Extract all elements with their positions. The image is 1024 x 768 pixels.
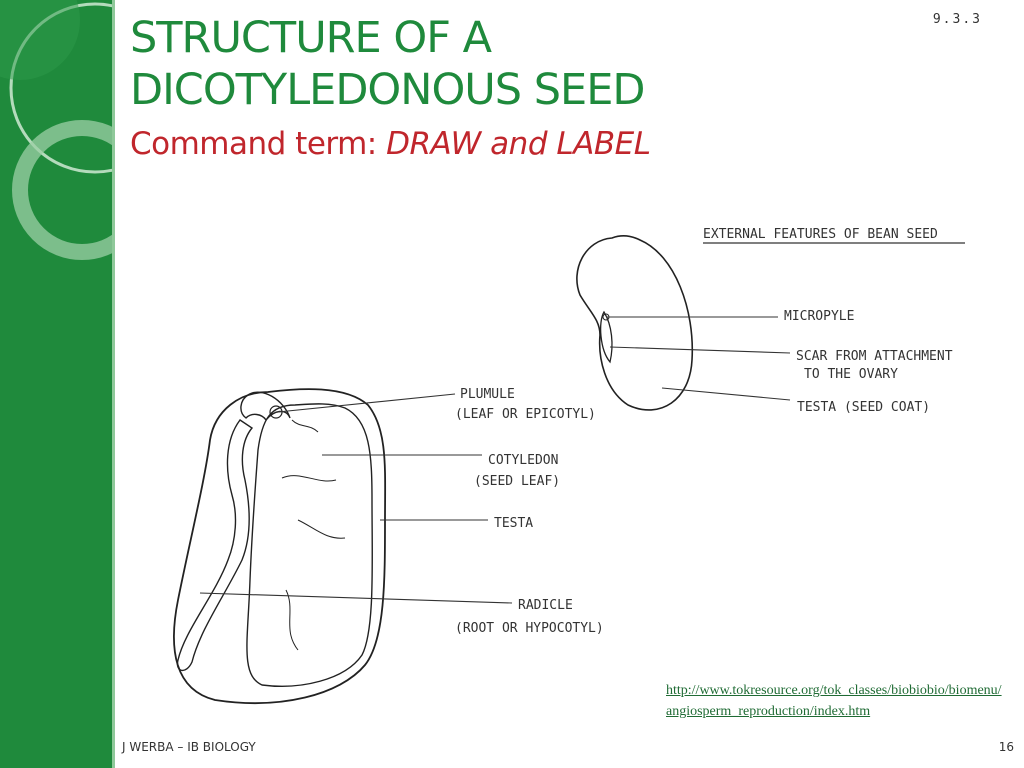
sidebar-edge	[112, 0, 115, 768]
label-scar-line1: SCAR FROM ATTACHMENT	[796, 349, 953, 364]
decorative-circles	[0, 0, 112, 260]
plumule-shape	[240, 391, 291, 422]
hilum-scar	[599, 310, 613, 364]
external-heading: EXTERNAL FEATURES OF BEAN SEED	[703, 227, 938, 242]
title-line-2: DICOTYLEDONOUS SEED	[130, 65, 645, 115]
label-radicle-desc: (ROOT OR HYPOCOTYL)	[455, 621, 604, 636]
cotyledon-outline	[246, 403, 373, 687]
label-scar-line2: TO THE OVARY	[804, 367, 898, 382]
deco-ring-large	[9, 2, 112, 174]
command-term-prefix: Command term:	[130, 126, 387, 162]
deco-disc	[0, 0, 80, 80]
source-link[interactable]: http://www.tokresource.org/tok_classes/b…	[666, 683, 1002, 719]
section-number: 9.3.3	[932, 12, 982, 27]
footer-author: J WERBA – IB BIOLOGY	[122, 740, 256, 754]
label-radicle: RADICLE	[518, 598, 573, 613]
deco-ring-thick	[12, 120, 112, 260]
label-testa: TESTA	[494, 516, 533, 531]
command-term-emphasis: DRAW and LABEL	[386, 126, 651, 162]
command-term: Command term: DRAW and LABEL	[130, 126, 651, 162]
cotyledon-vein	[281, 475, 337, 482]
cotyledon-vein	[291, 419, 319, 433]
label-micropyle: MICROPYLE	[784, 309, 854, 324]
slide-title: STRUCTURE OF A DICOTYLEDONOUS SEED	[130, 12, 645, 116]
page-number: 16	[998, 740, 1014, 754]
label-plumule: PLUMULE	[460, 387, 515, 402]
label-cotyledon-desc: (SEED LEAF)	[474, 474, 560, 489]
label-plumule-desc: (LEAF OR EPICOTYL)	[455, 407, 596, 422]
radicle-leader	[199, 592, 513, 604]
testa-external-leader	[661, 387, 791, 401]
cotyledon-vein	[285, 589, 299, 651]
scar-leader	[609, 346, 791, 354]
cotyledon-vein	[297, 519, 346, 539]
sidebar-band	[0, 0, 112, 768]
plumule-leader	[277, 393, 456, 413]
internal-bean-diagram: PLUMULE (LEAF OR EPICOTYL) COTYLEDON (SE…	[173, 387, 604, 704]
title-line-1: STRUCTURE OF A	[130, 13, 492, 63]
label-cotyledon: COTYLEDON	[488, 453, 558, 468]
label-testa-seed-coat: TESTA (SEED COAT)	[797, 400, 930, 415]
bean-outline	[576, 235, 694, 411]
testa-outer	[173, 388, 387, 704]
radicle-shape	[176, 419, 254, 672]
external-bean-diagram: EXTERNAL FEATURES OF BEAN SEED MICROPYLE…	[576, 227, 965, 415]
